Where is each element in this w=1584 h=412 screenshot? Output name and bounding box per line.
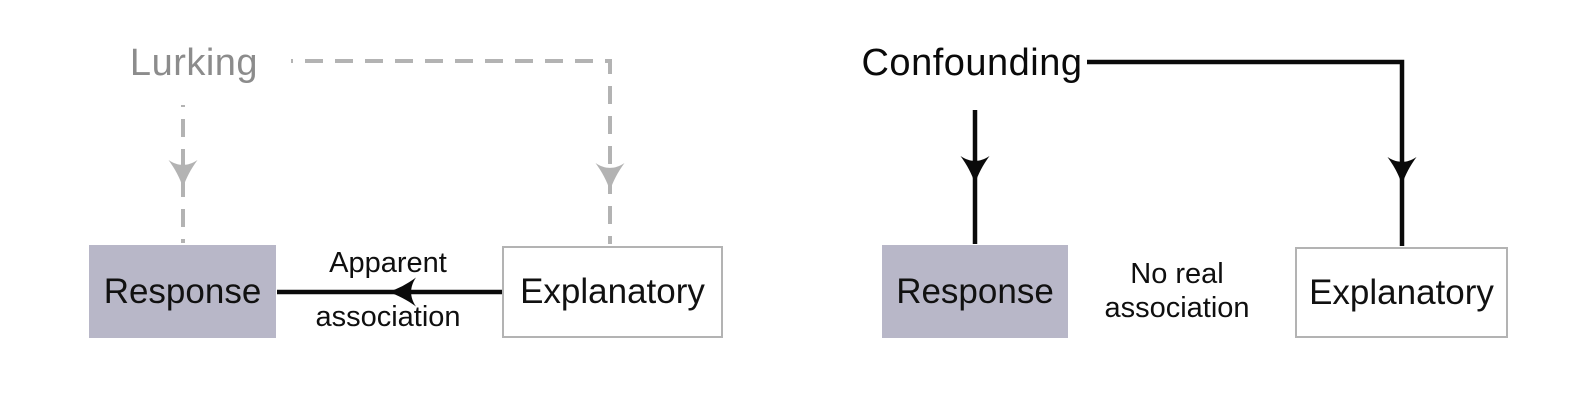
left-explanatory-box: Explanatory [502,246,723,338]
right-explanatory-box-label: Explanatory [1309,272,1494,312]
confounding-to-explanatory-line [1087,59,1405,246]
right-response-box: Response [882,245,1068,338]
right-response-box-label: Response [896,271,1054,311]
lurking-variable-label: Lurking [129,42,259,84]
no-real-association-label-line2: association [1104,292,1250,324]
no-real-association-label-line1: No real [1130,258,1224,290]
left-explanatory-box-label: Explanatory [520,272,705,311]
left-response-box-label: Response [103,271,262,311]
apparent-association-label-line1: Apparent [329,247,447,279]
confounding-variable-label: Confounding [861,42,1083,84]
gray-down-arrowhead-response [168,160,198,188]
black-down-arrowhead-explanatory [1387,157,1417,185]
gray-down-arrowhead-explanatory [595,163,625,191]
left-response-box: Response [89,245,276,338]
apparent-association-label-line2: association [315,301,461,333]
black-down-arrowhead-response [960,156,990,184]
lurking-to-explanatory-dashed-line [291,59,612,244]
right-explanatory-box: Explanatory [1295,247,1508,338]
